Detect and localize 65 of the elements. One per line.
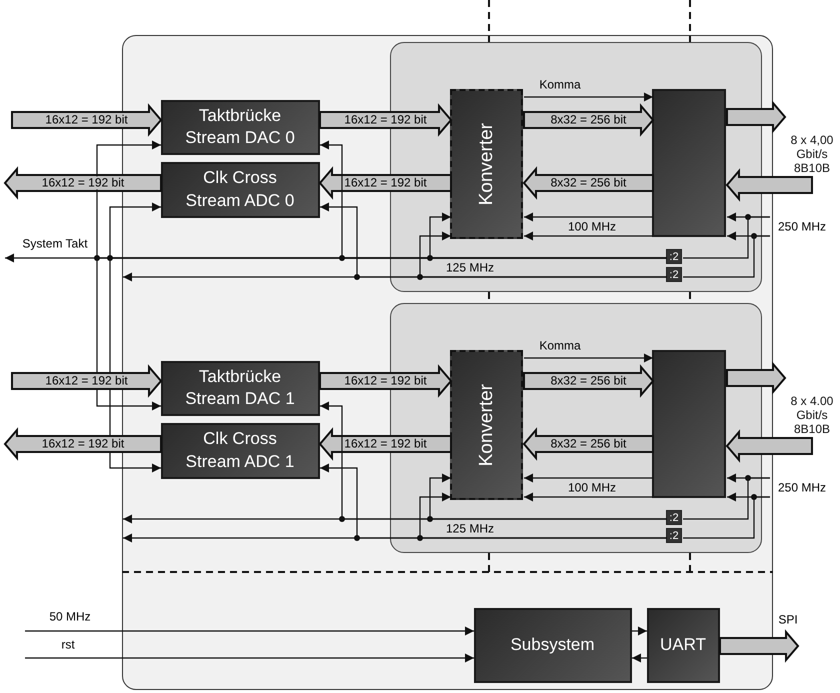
- process-block: Taktbrücke Stream DAC 0: [160, 100, 320, 154]
- edge-label: 16x12 = 192 bit: [43, 374, 130, 388]
- process-block: Taktbrücke Stream DAC 1: [160, 360, 320, 416]
- signal-arrow: [524, 92, 653, 102]
- edge-label: 16x12 = 192 bit: [342, 437, 429, 451]
- edge-label: 100 MHz: [566, 220, 618, 234]
- process-block: Subsystem: [474, 608, 632, 682]
- edge-label: 125 MHz: [444, 522, 496, 536]
- edge-label: 250 MHz: [776, 220, 828, 234]
- signal-arrow: [123, 514, 667, 524]
- edge-label: 50 MHz: [48, 610, 92, 624]
- process-block: Clk Cross Stream ADC 1: [160, 422, 320, 478]
- module-panel: [390, 42, 762, 292]
- clock-divider-block: :2: [666, 267, 682, 282]
- edge-label: 125 MHz: [444, 261, 496, 275]
- signal-arrow: [524, 354, 653, 362]
- data-bus-arrow: [726, 361, 786, 395]
- signal-arrow: [123, 534, 667, 542]
- edge-label: 16x12 = 192 bit: [40, 176, 126, 190]
- clock-divider-block: :2: [666, 510, 682, 525]
- signal-arrow: [123, 272, 667, 282]
- edge-label: 16x12 = 192 bit: [342, 374, 429, 388]
- process-block: [652, 350, 726, 498]
- edge-label: 250 MHz: [776, 481, 828, 495]
- edge-label: 8x32 = 256 bit: [548, 374, 628, 388]
- edge-label: rst: [60, 638, 76, 652]
- module-panel: [390, 302, 762, 552]
- link-rate-note: 8 x 4.00 Gbit/s 8B10B: [790, 395, 834, 436]
- data-bus-arrow: [726, 429, 813, 463]
- connector-line: [683, 235, 770, 278]
- data-bus-arrow: [726, 168, 813, 202]
- data-bus-arrow: [726, 100, 786, 134]
- edge-label: 8x32 = 256 bit: [548, 437, 628, 451]
- connector-line: [683, 477, 770, 520]
- edge-label: 16x12 = 192 bit: [43, 113, 130, 127]
- clock-divider-block: :2: [666, 528, 682, 543]
- signal-arrow: [524, 212, 653, 222]
- connector-line: [683, 216, 770, 259]
- edge-label: 16x12 = 192 bit: [40, 437, 126, 451]
- edge-label: 16x12 = 192 bit: [342, 113, 429, 127]
- connector-line: [683, 496, 770, 539]
- edge-label: Komma: [538, 339, 582, 353]
- edge-label: 16x12 = 192 bit: [342, 176, 429, 190]
- edge-label: Komma: [538, 78, 582, 92]
- edge-label: 8x32 = 256 bit: [548, 113, 628, 127]
- signal-arrow: [524, 474, 653, 482]
- process-block: UART: [646, 608, 720, 682]
- signal-arrow: [524, 492, 653, 502]
- converter-block: Konverter: [450, 89, 523, 239]
- process-block: [652, 89, 726, 237]
- process-block: Clk Cross Stream ADC 0: [160, 162, 320, 218]
- edge-label: System Takt: [21, 237, 89, 251]
- signal-arrow: [25, 654, 474, 662]
- clock-divider-block: :2: [666, 249, 682, 264]
- edge-label: SPI: [777, 613, 799, 627]
- edge-label: 8x32 = 256 bit: [548, 176, 628, 190]
- signal-arrow: [109, 257, 667, 472]
- link-rate-note: 8 x 4,00 Gbit/s 8B10B: [790, 134, 834, 176]
- signal-arrow: [632, 654, 647, 662]
- signal-arrow: [632, 626, 647, 636]
- signal-arrow: [524, 232, 653, 240]
- signal-arrow: [25, 626, 474, 636]
- data-bus-arrow: [719, 629, 800, 663]
- converter-block: Konverter: [450, 350, 523, 500]
- edge-label: 100 MHz: [566, 481, 618, 495]
